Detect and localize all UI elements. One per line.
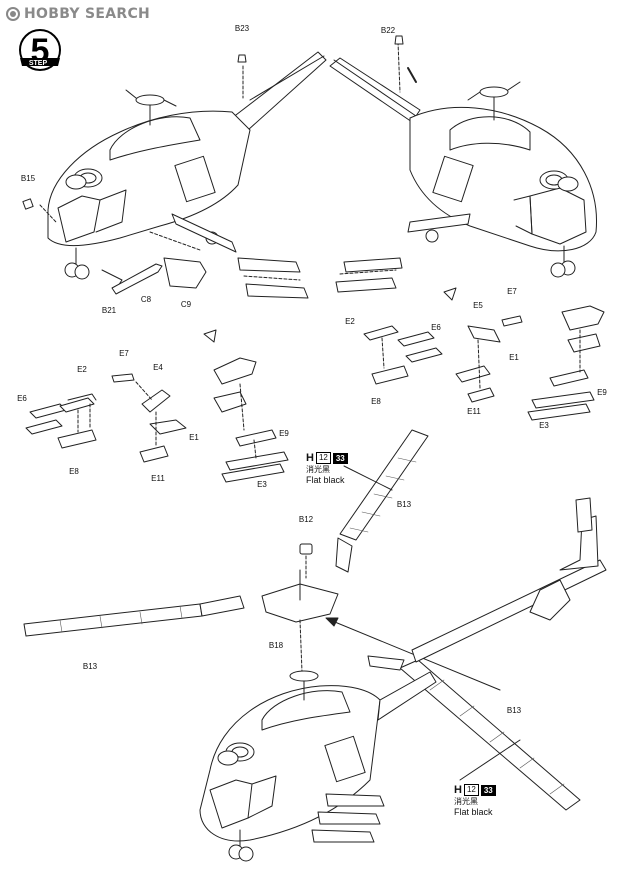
label-b12: B12 [299, 515, 314, 524]
label-e2-left: E2 [77, 365, 87, 374]
label-e7-right: E7 [507, 287, 517, 296]
label-e7-left: E7 [119, 349, 129, 358]
direction-arrow-icon [203, 329, 217, 343]
label-c9: C9 [181, 300, 192, 309]
paint-name-en: Flat black [454, 807, 493, 817]
label-b13-upper: B13 [397, 500, 412, 509]
step-label: STEP [29, 60, 48, 67]
paint-code: 33 [332, 452, 348, 464]
label-e4: E4 [153, 363, 163, 372]
label-e8-left: E8 [69, 467, 79, 476]
label-e9-right: E9 [597, 388, 607, 397]
part-labels: B23 B22 B15 B21 C8 C9 E2 E6 E8 E7 E4 E1 … [17, 24, 607, 715]
hobbysearch-logo-icon [6, 7, 20, 21]
paint-h-number: 12 [315, 452, 331, 464]
label-e11-right: E11 [467, 407, 481, 416]
paint-code: 33 [480, 784, 496, 796]
label-b13-left: B13 [83, 662, 98, 671]
paint-h-number: 12 [463, 784, 479, 796]
watermark-text: HOBBY SEARCH [24, 6, 151, 22]
hobbysearch-watermark: HOBBY SEARCH [6, 4, 150, 24]
paint-callout-upper: H 12 33 消光黑 Flat black [306, 452, 348, 486]
direction-arrow-icon [443, 287, 457, 301]
label-b15: B15 [21, 174, 36, 183]
helicopter-right-view [329, 35, 598, 293]
label-e6-left: E6 [17, 394, 27, 403]
paint-name-cn: 消光黑 [454, 797, 478, 806]
label-e6-right: E6 [431, 323, 441, 332]
label-e5: E5 [473, 301, 483, 310]
label-e1-right: E1 [509, 353, 519, 362]
weapon-subassembly-right [363, 305, 605, 421]
paint-name-en: Flat black [306, 475, 345, 485]
rotor-assembly [23, 429, 607, 811]
paint-callout-lower: H 12 33 消光黑 Flat black [454, 784, 496, 818]
label-b23: B23 [235, 24, 250, 33]
label-e3-right: E3 [539, 421, 549, 430]
helicopter-left-view [22, 51, 327, 299]
paint-h-letter: H [306, 451, 314, 464]
step-badge: 5 STEP [19, 29, 61, 71]
label-e3-left: E3 [257, 480, 267, 489]
paint-name-cn: 消光黑 [306, 465, 330, 474]
label-b13-right: B13 [507, 706, 522, 715]
paint-h-letter: H [454, 783, 462, 796]
label-e11-left: E11 [151, 474, 165, 483]
label-b21: B21 [102, 306, 117, 315]
label-e1-left: E1 [189, 433, 199, 442]
label-b22: B22 [381, 26, 396, 35]
helicopter-final-view [199, 670, 437, 862]
label-c8: C8 [141, 295, 152, 304]
label-e2-right: E2 [345, 317, 355, 326]
label-b18: B18 [269, 641, 284, 650]
label-e8-right: E8 [371, 397, 381, 406]
label-e9-left: E9 [279, 429, 289, 438]
weapon-subassembly-left [25, 357, 289, 483]
